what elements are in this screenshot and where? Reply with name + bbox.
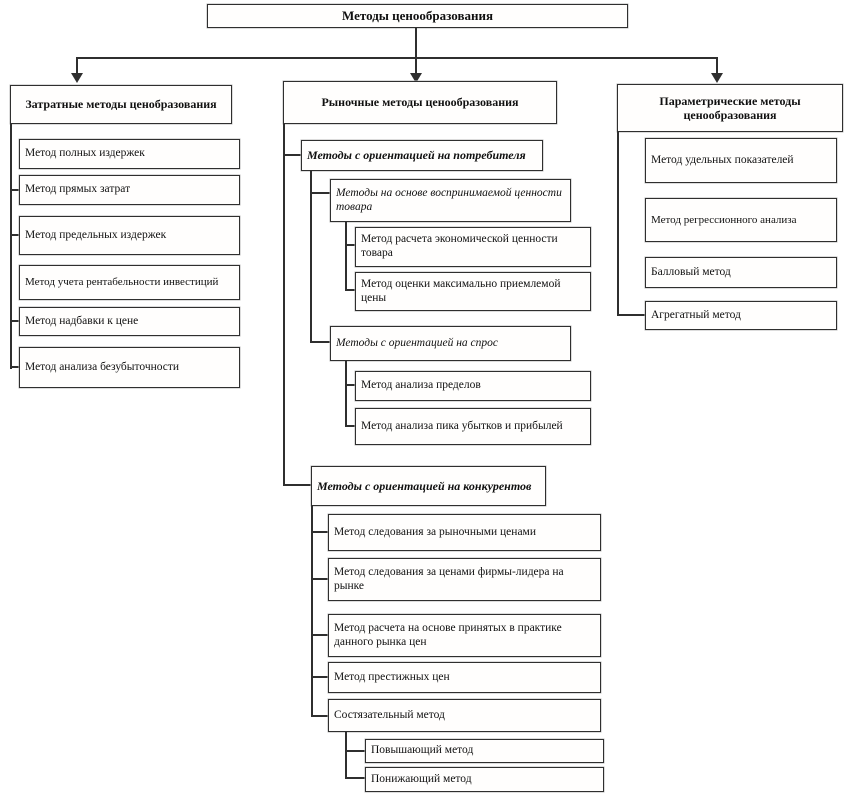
connector-tick: [11, 320, 20, 322]
node-follow-market-prices-method: Метод следования за рыночными ценами: [328, 514, 601, 551]
node-cost-methods-header: Затратные методы ценобразования: [10, 85, 232, 124]
connector-middle-drop: [415, 57, 417, 75]
connector-left-drop: [76, 57, 78, 75]
node-follow-leader-prices-method: Метод следования за ценами фирмы-лидера …: [328, 558, 601, 601]
connector-tick: [346, 289, 355, 291]
connector-consumer-spine: [310, 171, 312, 343]
node-roi-accounting-method: Метод учета рентабельности инвестиций: [19, 265, 240, 300]
node-decreasing-method: Понижающий метод: [365, 767, 604, 792]
connector-root-stem: [415, 28, 417, 58]
connector-tick: [346, 384, 355, 386]
node-increasing-method: Повышающий метод: [365, 739, 604, 763]
connector-perceived-spine: [345, 222, 347, 291]
node-market-practice-prices-method: Метод расчета на основе принятых в практ…: [328, 614, 601, 657]
connector-tick: [11, 366, 20, 368]
connector-tick: [346, 750, 365, 752]
connector-tick: [346, 425, 355, 427]
connector-tick: [284, 154, 301, 156]
connector-tick: [312, 531, 328, 533]
node-marginal-costs-method: Метод предельных издержек: [19, 216, 240, 255]
node-economic-value-calc-method: Метод расчета экономической ценности тов…: [355, 227, 591, 267]
connector-tick: [312, 634, 328, 636]
connector-demand-spine: [345, 361, 347, 427]
connector-tick: [346, 244, 355, 246]
node-direct-costs-method: Метод прямых затрат: [19, 175, 240, 205]
node-tender-method: Состязательный метод: [328, 699, 601, 732]
connector-market-spine: [283, 124, 285, 486]
node-prestige-prices-method: Метод престижных цен: [328, 662, 601, 693]
connector-parametric-spine: [617, 132, 619, 316]
node-max-acceptable-price-method: Метод оценки максимально приемлемой цены: [355, 272, 591, 311]
arrowhead-down-icon: [410, 73, 422, 83]
connector-tick: [346, 777, 365, 779]
connector-tick: [284, 484, 311, 486]
connector-tender-spine: [345, 732, 347, 779]
connector-cost-spine: [10, 124, 12, 369]
node-aggregate-method: Агрегатный метод: [645, 301, 837, 330]
node-competitor-oriented-header: Методы с ориентацией на конкурентов: [311, 466, 546, 506]
node-profit-loss-peak-analysis-method: Метод анализа пика убытков и прибылей: [355, 408, 591, 445]
connector-tick: [311, 192, 330, 194]
connector-branch-bar: [76, 57, 718, 59]
node-price-markup-method: Метод надбавки к цене: [19, 307, 240, 336]
arrowhead-down-icon: [71, 73, 83, 83]
node-full-costs-method: Метод полных издержек: [19, 139, 240, 169]
node-score-method: Балловый метод: [645, 257, 837, 288]
node-demand-oriented-header: Методы с ориентацией на спрос: [330, 326, 571, 361]
connector-tick: [312, 676, 328, 678]
connector-tick: [11, 189, 20, 191]
node-market-methods-header: Рыночные методы ценообразования: [283, 81, 557, 124]
node-breakeven-analysis-method: Метод анализа безубыточности: [19, 347, 240, 388]
node-regression-analysis-method: Метод регрессионного анализа: [645, 198, 837, 242]
node-limit-analysis-method: Метод анализа пределов: [355, 371, 591, 401]
connector-tick: [618, 314, 645, 316]
arrowhead-down-icon: [711, 73, 723, 83]
node-consumer-oriented-header: Методы с ориентацией на потребителя: [301, 140, 543, 171]
connector-right-drop: [716, 57, 718, 75]
node-parametric-methods-header: Параметрические методы ценообразования: [617, 84, 843, 132]
connector-tick: [312, 715, 328, 717]
root-node-pricing-methods: Методы ценообразования: [207, 4, 628, 28]
node-specific-indicators-method: Метод удельных показателей: [645, 138, 837, 183]
connector-tick: [11, 234, 20, 236]
node-perceived-value-header: Методы на основе воспринимаемой ценности…: [330, 179, 571, 222]
connector-competitor-spine: [311, 506, 313, 717]
connector-tick: [311, 341, 330, 343]
connector-tick: [312, 578, 328, 580]
